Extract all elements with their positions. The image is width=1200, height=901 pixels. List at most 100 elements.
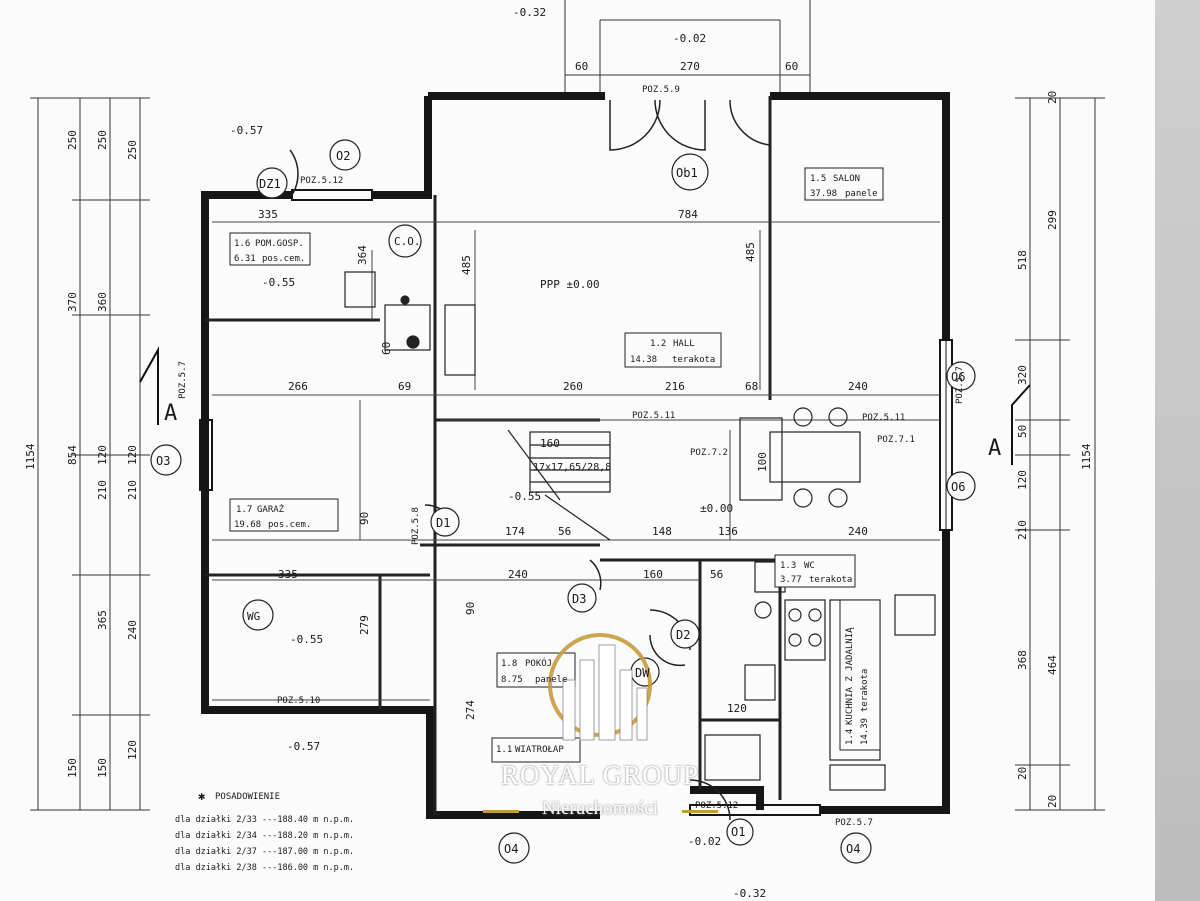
room-num-salon: 1.5 (810, 174, 826, 184)
left-dim: 365 (96, 610, 109, 630)
room-area-garaz: 19.68 (234, 520, 261, 530)
room-area-salon: 37.98 (810, 189, 837, 199)
inner-dim: 485 (744, 242, 757, 262)
right-dim: 20 (1046, 795, 1059, 808)
right-dim: 50 (1016, 425, 1029, 438)
inner-dim: 56 (558, 525, 571, 538)
room-finish-garaz: pos.cem. (268, 520, 311, 530)
level-ppp: PPP ±0.00 (540, 278, 600, 291)
right-dimension-chains (1015, 97, 1105, 811)
top-dimension-chain (564, 0, 811, 95)
door-mark-d3: D3 (572, 592, 586, 606)
poz-5-11-a: POZ.5.11 (632, 411, 675, 421)
level-bottom-2: -0.32 (733, 887, 766, 900)
inner-dim: 784 (678, 208, 698, 221)
right-dim: 210 (1016, 520, 1029, 540)
inner-dim: 136 (718, 525, 738, 538)
left-dim: 120 (96, 445, 109, 465)
level-5: -0.57 (287, 740, 320, 753)
inner-dim: 240 (848, 380, 868, 393)
watermark-title: ROYAL GROUP (500, 760, 700, 790)
right-dim: 20 (1046, 91, 1059, 104)
legend-heading: POSADOWIENIE (215, 792, 280, 802)
axis-mark-3: O4 (504, 842, 518, 856)
left-dim: 250 (126, 140, 139, 160)
room-name-pokoj: POKÓJ (525, 657, 552, 669)
door-mark-ob1: Ob1 (676, 166, 698, 180)
room-area-pokoj: 8.75 (501, 675, 523, 685)
poz-5-11-b: POZ.5.11 (862, 413, 905, 423)
room-num-hall: 1.2 (650, 339, 666, 349)
inner-dim: 69 (398, 380, 411, 393)
inner-dim: 68 (745, 380, 758, 393)
stair-dim: 17x17,65/28,8 (533, 462, 611, 473)
poz-5-9: POZ.5.9 (642, 85, 680, 95)
inner-dim: 335 (258, 208, 278, 221)
left-dim: 240 (126, 620, 139, 640)
left-dim: 854 (66, 445, 79, 465)
top-dim-1: 60 (575, 60, 588, 73)
level-bottom-1: -0.02 (688, 835, 721, 848)
inner-dim: 100 (756, 452, 769, 472)
level-top-2: -0.02 (673, 32, 706, 45)
left-dim: 150 (96, 758, 109, 778)
watermark-rule-right (682, 810, 718, 813)
axis-mark-2: O3 (156, 454, 170, 468)
top-dim-2: 270 (680, 60, 700, 73)
poz-5-12-a: POZ.5.12 (300, 176, 343, 186)
legend-line: dla działki 2/33 ---188.40 m n.p.m. (175, 815, 354, 825)
dimension-lines-interior (212, 221, 940, 701)
inner-dim: 240 (848, 525, 868, 538)
inner-dim: 240 (508, 568, 528, 581)
room-num-kuchnia: 1.4 (845, 729, 855, 745)
axis-mark-1: O2 (336, 149, 350, 163)
right-dim: 20 (1016, 767, 1029, 780)
level-1: -0.57 (230, 124, 263, 137)
section-mark-right: A (988, 436, 1001, 461)
axis-bubbles (150, 139, 976, 864)
left-dim: 120 (126, 445, 139, 465)
inner-dim: 90 (464, 602, 477, 615)
axis-mark-6: O6 (951, 370, 965, 384)
section-mark-left: A (164, 401, 177, 426)
right-dim: 120 (1016, 470, 1029, 490)
door-mark-d2: D2 (676, 628, 690, 642)
left-dim: 250 (66, 130, 79, 150)
left-dim: 150 (66, 758, 79, 778)
poz-7-2: POZ.7.2 (690, 448, 728, 458)
room-finish-pokoj: panele (535, 675, 568, 685)
room-label-boxes (229, 167, 884, 763)
level-3: -0.55 (508, 490, 541, 503)
inner-dim: 160 (540, 437, 560, 450)
door-mark-d1: D1 (436, 516, 450, 530)
poz-5-7-b: POZ.5.7 (178, 361, 188, 399)
level-6: ±0.00 (700, 502, 733, 515)
room-name-wiatrolap: WIATROŁAP (515, 745, 564, 755)
room-finish-gosp: pos.cem. (262, 254, 305, 264)
staircase (507, 429, 611, 541)
room-num-gosp: 1.6 (234, 239, 250, 249)
left-dim: 370 (66, 292, 79, 312)
watermark-logo (548, 633, 652, 741)
foundation-legend: ✱ POSADOWIENIE dla działki 2/33 ---188.4… (175, 789, 354, 873)
scan-margin (1155, 0, 1200, 901)
room-area-hall: 14.38 (630, 355, 657, 365)
room-finish-kuchnia: terakota (860, 669, 870, 712)
poz-5-12-b: POZ.5.12 (695, 801, 738, 811)
inner-dim: 120 (727, 702, 747, 715)
poz-5-8: POZ.5.8 (411, 507, 421, 545)
right-dim: 518 (1016, 250, 1029, 270)
inner-dim: 148 (652, 525, 672, 538)
room-area-wc: 3.77 (780, 575, 802, 585)
inner-dim: 279 (358, 615, 371, 635)
room-name-garaz: GARAŻ (257, 504, 285, 515)
door-mark-dw: DW (635, 666, 650, 680)
watermark-subtitle: Nieruchomości (541, 798, 659, 819)
inner-dim: 174 (505, 525, 525, 538)
level-top-1: -0.32 (513, 6, 546, 19)
room-name-hall: HALL (673, 339, 695, 349)
inner-dim: 56 (710, 568, 723, 581)
room-name-gosp: POM.GOSP. (255, 239, 304, 249)
